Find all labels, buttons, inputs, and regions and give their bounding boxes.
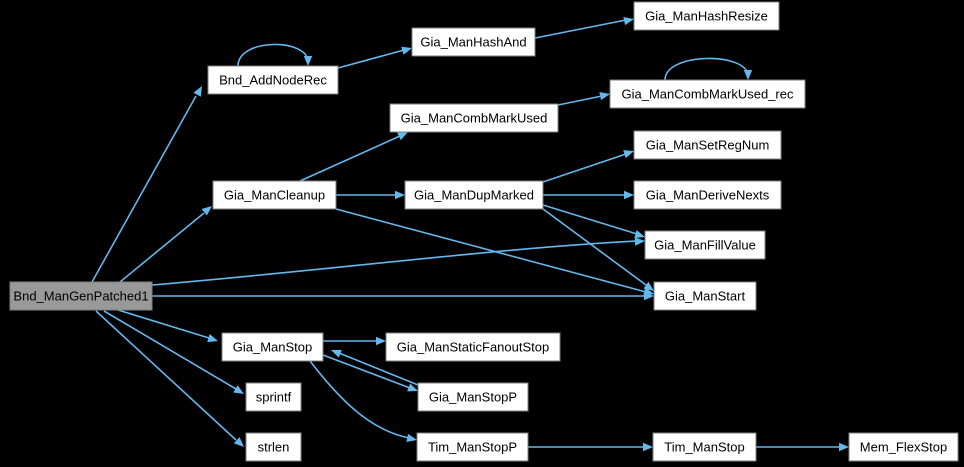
arrowhead-icon bbox=[201, 206, 212, 216]
arrowhead-icon bbox=[634, 237, 645, 246]
node-box-gia_manstopp[interactable] bbox=[417, 382, 529, 412]
arrowhead-icon bbox=[401, 46, 412, 55]
graph-node-bnd_mangenpatched1[interactable]: Bnd_ManGenPatched1 bbox=[9, 281, 153, 311]
arrowhead-icon bbox=[406, 433, 417, 443]
arrowhead-icon bbox=[303, 56, 313, 66]
arrowhead-icon bbox=[624, 190, 634, 200]
node-box-gia_manderivenexts[interactable] bbox=[633, 180, 782, 210]
call-edge-gia_mandupmarked-to-gia_manstart bbox=[542, 208, 647, 286]
call-edge-bnd_addnoderec-to-bnd_addnoderec bbox=[237, 43, 309, 67]
arrowhead-icon bbox=[623, 16, 634, 26]
call-edge-bnd_mangenpatched1-to-strlen bbox=[95, 310, 237, 441]
call-edge-gia_manstopp-to-gia_manstop bbox=[338, 352, 419, 386]
call-edge-gia_manstop-to-gia_manstopp bbox=[322, 354, 411, 389]
graph-node-gia_manderivenexts[interactable]: Gia_ManDeriveNexts bbox=[633, 180, 782, 210]
graph-node-gia_mancombmarkused[interactable]: Gia_ManCombMarkUsed bbox=[389, 103, 559, 133]
node-box-gia_mandupmarked[interactable] bbox=[404, 180, 544, 210]
graph-node-mem_flexstop[interactable]: Mem_FlexStop bbox=[848, 432, 959, 462]
node-box-gia_manstaticfanoutstop[interactable] bbox=[385, 332, 561, 362]
node-box-sprintf[interactable] bbox=[245, 382, 302, 412]
graph-node-tim_manstop[interactable]: Tim_ManStop bbox=[652, 432, 757, 462]
graph-node-tim_manstopp[interactable]: Tim_ManStopP bbox=[416, 432, 529, 462]
call-edge-gia_mancombmarkused-to-gia_mancombmarkused_rec bbox=[557, 95, 603, 106]
call-edge-bnd_addnoderec-to-gia_manhashand bbox=[337, 49, 405, 69]
node-box-gia_mancombmarkused_rec[interactable] bbox=[609, 79, 806, 109]
node-box-gia_manstart[interactable] bbox=[653, 281, 757, 311]
node-box-gia_manhashand[interactable] bbox=[411, 27, 536, 57]
graph-node-gia_manstart[interactable]: Gia_ManStart bbox=[653, 281, 757, 311]
graph-node-bnd_addnoderec[interactable]: Bnd_AddNodeRec bbox=[207, 65, 339, 95]
node-box-gia_manhashresize[interactable] bbox=[633, 1, 780, 31]
arrowhead-icon bbox=[233, 437, 244, 447]
arrowhead-icon bbox=[233, 385, 244, 394]
graph-node-gia_manstopp[interactable]: Gia_ManStopP bbox=[417, 382, 529, 412]
arrowhead-icon bbox=[643, 442, 653, 452]
call-edge-bnd_mangenpatched1-to-gia_mancleanup bbox=[119, 212, 205, 283]
graph-node-gia_mandupmarked[interactable]: Gia_ManDupMarked bbox=[404, 180, 544, 210]
graph-node-gia_manhashand[interactable]: Gia_ManHashAnd bbox=[411, 27, 536, 57]
node-box-gia_mansetregnum[interactable] bbox=[633, 130, 782, 160]
call-edge-bnd_mangenpatched1-to-gia_manstop bbox=[117, 309, 210, 339]
arrowhead-icon bbox=[634, 230, 645, 239]
call-edge-gia_manstop-to-tim_manstopp bbox=[309, 360, 410, 439]
arrowhead-icon bbox=[623, 150, 634, 159]
node-box-tim_manstop[interactable] bbox=[652, 432, 757, 462]
node-layer: Bnd_ManGenPatched1 Bnd_AddNodeRec Gia_ManH… bbox=[9, 1, 959, 462]
node-box-mem_flexstop[interactable] bbox=[848, 432, 959, 462]
graph-node-gia_mancleanup[interactable]: Gia_ManCleanup bbox=[212, 180, 337, 210]
node-box-gia_mancombmarkused[interactable] bbox=[389, 103, 559, 133]
graph-node-gia_manfillvalue[interactable]: Gia_ManFillValue bbox=[644, 230, 766, 260]
call-edge-bnd_mangenpatched1-to-bnd_addnoderec bbox=[91, 95, 197, 283]
graph-node-gia_mansetregnum[interactable]: Gia_ManSetRegNum bbox=[633, 130, 782, 160]
graph-node-strlen[interactable]: strlen bbox=[245, 432, 302, 462]
arrowhead-icon bbox=[331, 349, 342, 358]
arrowhead-icon bbox=[407, 383, 418, 392]
node-box-gia_manfillvalue[interactable] bbox=[644, 230, 766, 260]
node-box-bnd_mangenpatched1[interactable] bbox=[9, 281, 153, 311]
node-box-strlen[interactable] bbox=[245, 432, 302, 462]
call-edge-gia_mandupmarked-to-gia_mansetregnum bbox=[542, 153, 627, 183]
call-edge-gia_manhashand-to-gia_manhashresize bbox=[534, 19, 627, 39]
arrowhead-icon bbox=[207, 334, 218, 343]
node-box-bnd_addnoderec[interactable] bbox=[207, 65, 339, 95]
arrowhead-icon bbox=[395, 190, 405, 200]
call-edge-bnd_mangenpatched1-to-gia_manfillvalue bbox=[151, 240, 638, 286]
arrowhead-icon bbox=[376, 336, 386, 346]
call-edge-gia_mancleanup-to-gia_manstart bbox=[335, 208, 647, 293]
call-edge-gia_mandupmarked-to-gia_manfillvalue bbox=[542, 204, 638, 235]
graph-node-gia_manstaticfanoutstop[interactable]: Gia_ManStaticFanoutStop bbox=[385, 332, 561, 362]
graph-node-gia_manstop[interactable]: Gia_ManStop bbox=[221, 332, 324, 362]
edge-layer bbox=[91, 16, 849, 452]
call-edge-gia_mancombmarkused_rec-to-gia_mancombmarkused_rec bbox=[664, 57, 749, 81]
node-box-gia_mancleanup[interactable] bbox=[212, 180, 337, 210]
graph-node-gia_manhashresize[interactable]: Gia_ManHashResize bbox=[633, 1, 780, 31]
arrowhead-icon bbox=[839, 442, 849, 452]
call-edge-gia_mancleanup-to-gia_mancombmarkused bbox=[299, 135, 401, 182]
arrowhead-icon bbox=[397, 132, 408, 141]
node-box-tim_manstopp[interactable] bbox=[416, 432, 529, 462]
arrowhead-icon bbox=[599, 91, 610, 101]
arrowhead-icon bbox=[643, 287, 654, 296]
call-edge-bnd_mangenpatched1-to-sprintf bbox=[103, 310, 237, 390]
graph-node-sprintf[interactable]: sprintf bbox=[245, 382, 302, 412]
graph-node-gia_mancombmarkused_rec[interactable]: Gia_ManCombMarkUsed_rec bbox=[609, 79, 806, 109]
node-box-gia_manstop[interactable] bbox=[221, 332, 324, 362]
arrowhead-icon bbox=[193, 86, 202, 97]
arrowhead-icon bbox=[743, 70, 753, 80]
